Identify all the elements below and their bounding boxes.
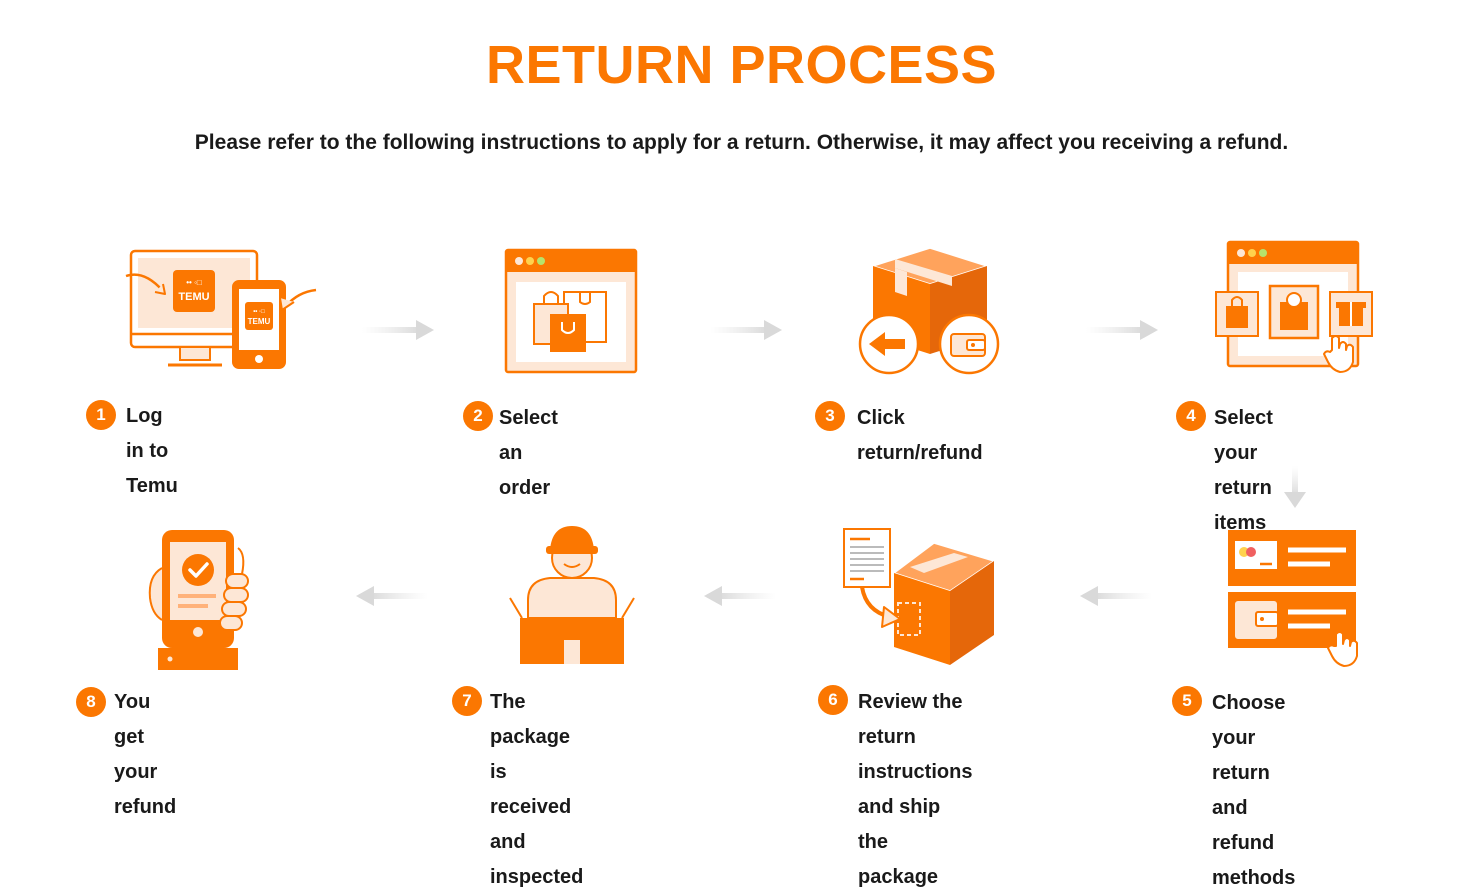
step-number-badge: 4 bbox=[1176, 401, 1206, 431]
step-number-badge: 7 bbox=[452, 686, 482, 716]
page-title: RETURN PROCESS bbox=[485, 35, 998, 95]
step-label: Log in to Temu bbox=[126, 405, 178, 497]
phone-refund-icon bbox=[144, 528, 254, 672]
arrow-right-2 bbox=[710, 320, 782, 340]
step-number-badge: 2 bbox=[463, 401, 493, 431]
payment-methods-icon bbox=[1226, 528, 1366, 668]
arrow-left-1 bbox=[1080, 586, 1152, 606]
step-number-badge: 5 bbox=[1172, 686, 1202, 716]
svg-text:TEMU: TEMU bbox=[248, 317, 271, 326]
devices-login-icon: •• ◦□ TEMU •• ◦□ TEMU bbox=[122, 244, 322, 372]
package-return-icon bbox=[855, 246, 1005, 378]
ship-package-icon bbox=[838, 525, 1000, 669]
step-label: Click return/refund bbox=[857, 407, 983, 464]
browser-order-icon bbox=[504, 248, 638, 374]
arrow-right-1 bbox=[362, 320, 434, 340]
step-label: Select an order bbox=[499, 407, 558, 499]
page-subtitle: Please refer to the following instructio… bbox=[194, 131, 1289, 154]
svg-text:TEMU: TEMU bbox=[178, 291, 209, 303]
arrow-left-2 bbox=[704, 586, 776, 606]
browser-items-icon bbox=[1212, 240, 1378, 376]
arrow-down bbox=[1284, 466, 1306, 508]
step-label: You get your refund bbox=[114, 691, 177, 818]
arrow-left-3 bbox=[356, 586, 428, 606]
step-number-badge: 1 bbox=[86, 400, 116, 430]
step-label: The package is received and inspected bbox=[490, 691, 584, 888]
inspect-package-icon bbox=[506, 520, 638, 668]
step-number-badge: 6 bbox=[818, 685, 848, 715]
step-number-badge: 3 bbox=[815, 401, 845, 431]
step-label: Select your return items bbox=[1214, 407, 1273, 534]
step-label: Choose your return and refund methods bbox=[1212, 692, 1296, 889]
svg-text:•• ◦□: •• ◦□ bbox=[186, 278, 202, 287]
step-number-badge: 8 bbox=[76, 687, 106, 717]
arrow-right-3 bbox=[1086, 320, 1158, 340]
svg-text:•• ◦□: •• ◦□ bbox=[253, 309, 265, 315]
step-label: Review the return instructions and ship … bbox=[858, 691, 973, 888]
